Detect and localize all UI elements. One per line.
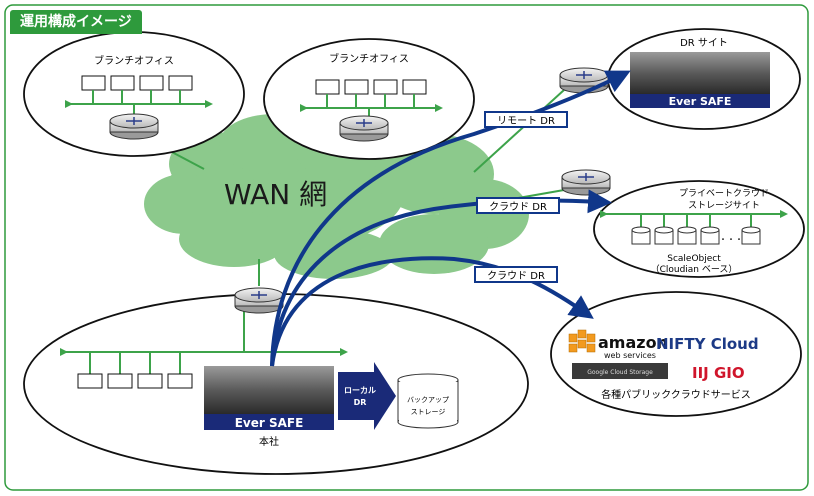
public-cloud-dr-tag: クラウド DR xyxy=(474,266,558,283)
pc-row-head-office xyxy=(77,373,193,389)
aws-logo: amazon web services xyxy=(568,329,668,360)
public-cloud-dr-flow xyxy=(270,256,594,367)
aws-word: amazon xyxy=(598,333,668,352)
scaleobject-label: ScaleObject xyxy=(667,254,721,264)
dr-ever-safe: Ever SAFE xyxy=(669,95,732,108)
backup-storage-label-2: ストレージ xyxy=(411,408,446,416)
remote-dr-flow xyxy=(270,70,631,367)
iij-logo: IIJ GIO xyxy=(692,364,745,382)
router-icon xyxy=(561,169,611,196)
local-dr-label-1: ローカル xyxy=(344,386,376,395)
remote-dr-label: リモート DR xyxy=(497,116,555,127)
private-cloud-dr-label: クラウド DR xyxy=(489,201,547,213)
local-dr-label-2: DR xyxy=(354,398,367,407)
diagram-canvas: WAN 網 ブランチオフィス ブランチオフィス xyxy=(4,4,809,491)
backup-storage-label-1: バックアップ xyxy=(407,396,449,404)
private-cloud-site: プライベートクラウド ストレージサイト ・・・ ScaleObject （Clo… xyxy=(561,169,805,278)
google-logo-bg xyxy=(572,363,668,379)
branch-office-left-label: ブランチオフィス xyxy=(94,54,174,67)
private-cloud-label-1: プライベートクラウド xyxy=(679,188,769,199)
branch-office-left: ブランチオフィス xyxy=(23,31,245,157)
private-cloud-label-2: ストレージサイト xyxy=(688,200,760,211)
storage-nodes xyxy=(631,226,761,245)
public-cloud-site: amazon web services NIFTY Cloud Google C… xyxy=(550,291,802,417)
google-logo: Google Cloud Storage xyxy=(587,369,653,376)
head-office: Ever SAFE 本社 ローカル DR バックアップ ストレージ xyxy=(23,287,529,475)
public-cloud-dr-label: クラウド DR xyxy=(487,270,545,282)
head-office-ever-safe: Ever SAFE xyxy=(235,416,304,430)
public-cloud-label: 各種パブリッククラウドサービス xyxy=(601,388,751,401)
head-office-label: 本社 xyxy=(259,435,279,448)
aws-sub: web services xyxy=(604,351,656,360)
router-icon xyxy=(109,113,159,140)
branch-office-right: ブランチオフィス xyxy=(263,38,475,160)
router-icon xyxy=(234,287,284,314)
dr-server xyxy=(630,52,770,94)
router-icon xyxy=(339,115,389,142)
dr-site: DR サイト Ever SAFE xyxy=(559,28,801,130)
storage-ellipsis: ・・・ xyxy=(719,235,743,244)
diagram-title: 運用構成イメージ xyxy=(10,10,142,34)
dr-site-label: DR サイト xyxy=(680,37,728,49)
branch-office-right-label: ブランチオフィス xyxy=(329,52,409,65)
backup-storage-icon xyxy=(397,373,459,429)
wan-label: WAN 網 xyxy=(224,178,327,211)
private-cloud-dr-tag: クラウド DR xyxy=(476,197,560,214)
nifty-logo: NIFTY Cloud xyxy=(656,335,759,353)
local-dr-arrow xyxy=(338,362,396,430)
router-icon xyxy=(559,67,609,94)
head-office-server xyxy=(204,366,334,414)
scaleobject-sub-label: （Cloudian ベース） xyxy=(651,264,738,275)
remote-dr-tag: リモート DR xyxy=(484,111,568,128)
